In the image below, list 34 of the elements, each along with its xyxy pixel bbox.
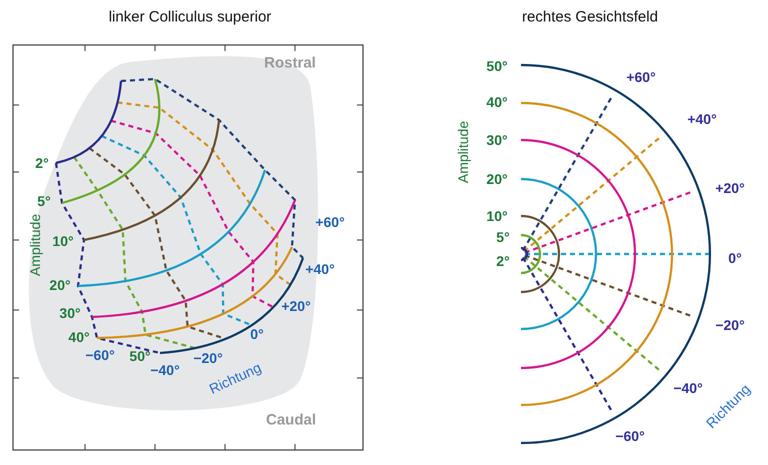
direction-value: −20° (193, 351, 223, 365)
direction-value: 0° (728, 251, 742, 265)
direction-value: −40° (150, 363, 180, 377)
amplitude-value: 2° (496, 254, 510, 268)
amplitude-value: 30° (486, 133, 508, 147)
direction-value: +60° (626, 70, 656, 84)
amplitude-value: 40° (68, 330, 90, 344)
axis-label: Amplitude (456, 120, 470, 184)
direction-value: −60° (85, 348, 115, 362)
direction-value: +20° (281, 299, 311, 313)
direction-value: 0° (250, 327, 264, 341)
amplitude-value: 50° (486, 59, 508, 73)
heading: rechtes Gesichtsfeld (522, 10, 658, 24)
amplitude-value: 10° (486, 209, 508, 223)
region-label: Rostral (264, 56, 316, 70)
amplitude-value: 50° (129, 349, 151, 363)
amplitude-value: 20° (49, 278, 71, 292)
direction-value: −40° (673, 381, 703, 395)
direction-value: +20° (715, 181, 745, 195)
axis-label: Amplitude (28, 214, 42, 276)
direction-value: +60° (315, 215, 345, 229)
amplitude-value: 10° (52, 234, 74, 248)
amplitude-value: 20° (486, 172, 508, 186)
amplitude-value: 2° (35, 156, 49, 170)
direction-value: −20° (715, 318, 745, 332)
direction-value: +40° (305, 262, 335, 276)
direction-value: +40° (687, 112, 717, 126)
amplitude-value: 5° (496, 230, 510, 244)
region-label: Caudal (266, 412, 316, 428)
amplitude-value: 5° (37, 194, 51, 208)
amplitude-value: 40° (486, 95, 508, 109)
amplitude-value: 30° (59, 306, 81, 320)
heading: linker Colliculus superior (108, 10, 272, 24)
direction-value: −60° (615, 429, 645, 443)
